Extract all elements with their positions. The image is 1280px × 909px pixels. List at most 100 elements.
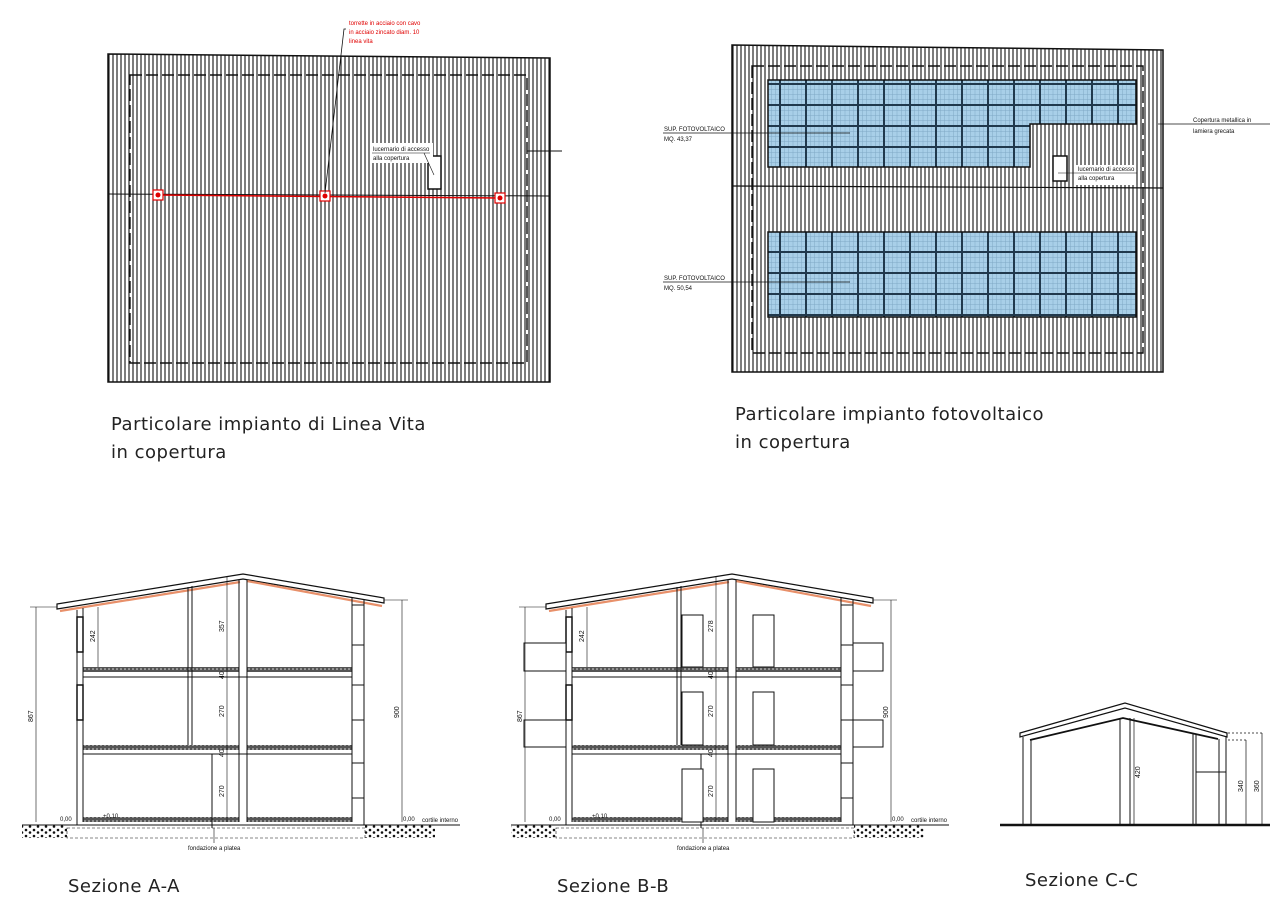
- dim-mid-floor: 270: [219, 705, 226, 717]
- skylight: [427, 155, 442, 190]
- plan-pv-title: in copertura: [735, 432, 851, 453]
- dim-total-left: 867: [517, 710, 524, 722]
- pv-top-label: SUP. FOTOVOLTAICO: [664, 127, 725, 133]
- door: [752, 768, 775, 823]
- roof: [545, 573, 874, 610]
- section-title: Sezione B-B: [557, 876, 669, 897]
- skylight: [1052, 155, 1068, 182]
- floor-slab: [247, 817, 352, 822]
- foundation-slab: [66, 827, 366, 839]
- floor-slab: [83, 817, 239, 822]
- window: [76, 616, 84, 653]
- soil: [365, 825, 435, 838]
- door: [752, 691, 775, 746]
- plan-lifeline: torrette in acciaio con cavo in acciaio …: [107, 18, 562, 463]
- section-title: Sezione A-A: [68, 876, 180, 897]
- dim-total-right: 900: [883, 706, 890, 718]
- level-courtyard: 0,00: [892, 817, 904, 823]
- soil: [511, 825, 556, 838]
- floor-slab: [736, 745, 841, 750]
- skylight-note-line: lucernario di accesso: [373, 147, 430, 153]
- window: [840, 762, 854, 799]
- skylight-note-line: alla copertura: [1078, 176, 1115, 182]
- balcony: [523, 642, 567, 672]
- dim-top-floor: 278: [708, 620, 715, 632]
- plan-pv: SUP. FOTOVOLTAICO MQ. 43,37 SUP. FOTOVOL…: [663, 44, 1270, 453]
- dim-ground-floor: 270: [219, 785, 226, 797]
- courtyard-label: cortile interno: [422, 818, 459, 824]
- section-c-title: Sezione C-C: [1025, 870, 1138, 891]
- door: [681, 691, 704, 746]
- dim-eave-inner: 340: [1238, 780, 1245, 792]
- internal-wall: [187, 586, 213, 828]
- slab-underside: [83, 676, 352, 755]
- courtyard-label: cortile interno: [911, 818, 948, 824]
- section-c-c: [1000, 702, 1270, 827]
- roof-note-line: lamiera grecata: [1193, 129, 1235, 135]
- floor-slab: [247, 667, 352, 672]
- skylight-note-line: lucernario di accesso: [1078, 167, 1135, 173]
- pv-bottom-label: SUP. FOTOVOLTAICO: [664, 276, 725, 282]
- window: [840, 684, 854, 721]
- floor-slab: [572, 667, 728, 672]
- balcony: [523, 719, 567, 748]
- floor-slab: [247, 745, 352, 750]
- soil: [22, 825, 67, 838]
- dim-ridge: 420: [1135, 766, 1142, 778]
- plan-lifeline-title: in copertura: [111, 442, 227, 463]
- door: [752, 614, 775, 668]
- window: [840, 604, 854, 646]
- lifeline-anchor-icon: [152, 189, 164, 201]
- level-exterior: 0,00: [60, 817, 72, 823]
- slab-underside: [572, 676, 841, 755]
- door: [681, 768, 704, 823]
- floor-slab: [83, 745, 239, 750]
- roof: [1019, 702, 1228, 738]
- floor-slab: [83, 667, 239, 672]
- roof-note-line: Copertura metallica in: [1193, 118, 1251, 124]
- anchor-note-line: linea vita: [349, 39, 373, 45]
- dim-ground-floor: 270: [708, 785, 715, 797]
- anchor-note-line: in acciaio zincato diam. 10: [349, 30, 420, 36]
- dim-slab: 40: [708, 671, 715, 679]
- roof-edge-dashed: [751, 65, 1144, 354]
- dimension-line: [30, 577, 408, 822]
- pv-bottom-area: MQ. 50,54: [664, 286, 693, 292]
- window: [76, 684, 84, 721]
- ridge-line: [731, 185, 1164, 189]
- roof-edge-dashed: [129, 74, 528, 364]
- lifeline-anchor-icon: [494, 192, 506, 204]
- plan-pv-title: Particolare impianto fotovoltaico: [735, 404, 1044, 425]
- dim-top-floor: 357: [219, 620, 226, 632]
- dim-slab: 40: [219, 749, 226, 757]
- foundation-label: fondazione a platea: [188, 846, 241, 852]
- roof-insulation: [59, 579, 383, 613]
- balcony: [852, 719, 884, 748]
- roof-insulation: [548, 579, 872, 613]
- skylight-note-line: alla copertura: [373, 156, 410, 162]
- dim-eave: 242: [579, 630, 586, 642]
- dim-mid-floor: 270: [708, 705, 715, 717]
- foundation-slab: [555, 827, 855, 839]
- dim-eave: 242: [90, 630, 97, 642]
- window: [351, 762, 365, 799]
- level-courtyard: 0,00: [403, 817, 415, 823]
- level-interior: +0,10: [103, 814, 119, 820]
- level-exterior: 0,00: [549, 817, 561, 823]
- balcony: [852, 642, 884, 672]
- dim-eave-outer: 360: [1254, 780, 1261, 792]
- section-a-a: 867 900 242 357 40 270 40 270 0,00 +0,10 0,00 corti…: [22, 573, 460, 897]
- window: [351, 604, 365, 646]
- dim-slab: 40: [219, 671, 226, 679]
- floor-slab: [736, 817, 841, 822]
- dim-total-right: 900: [394, 706, 401, 718]
- door: [681, 614, 704, 668]
- pv-top-area: MQ. 43,37: [664, 137, 693, 143]
- level-interior: +0,10: [592, 814, 608, 820]
- pv-array-top: [767, 79, 1137, 168]
- floor-slab: [572, 817, 728, 822]
- dim-total-left: 867: [28, 710, 35, 722]
- pv-array-bottom: [767, 231, 1137, 318]
